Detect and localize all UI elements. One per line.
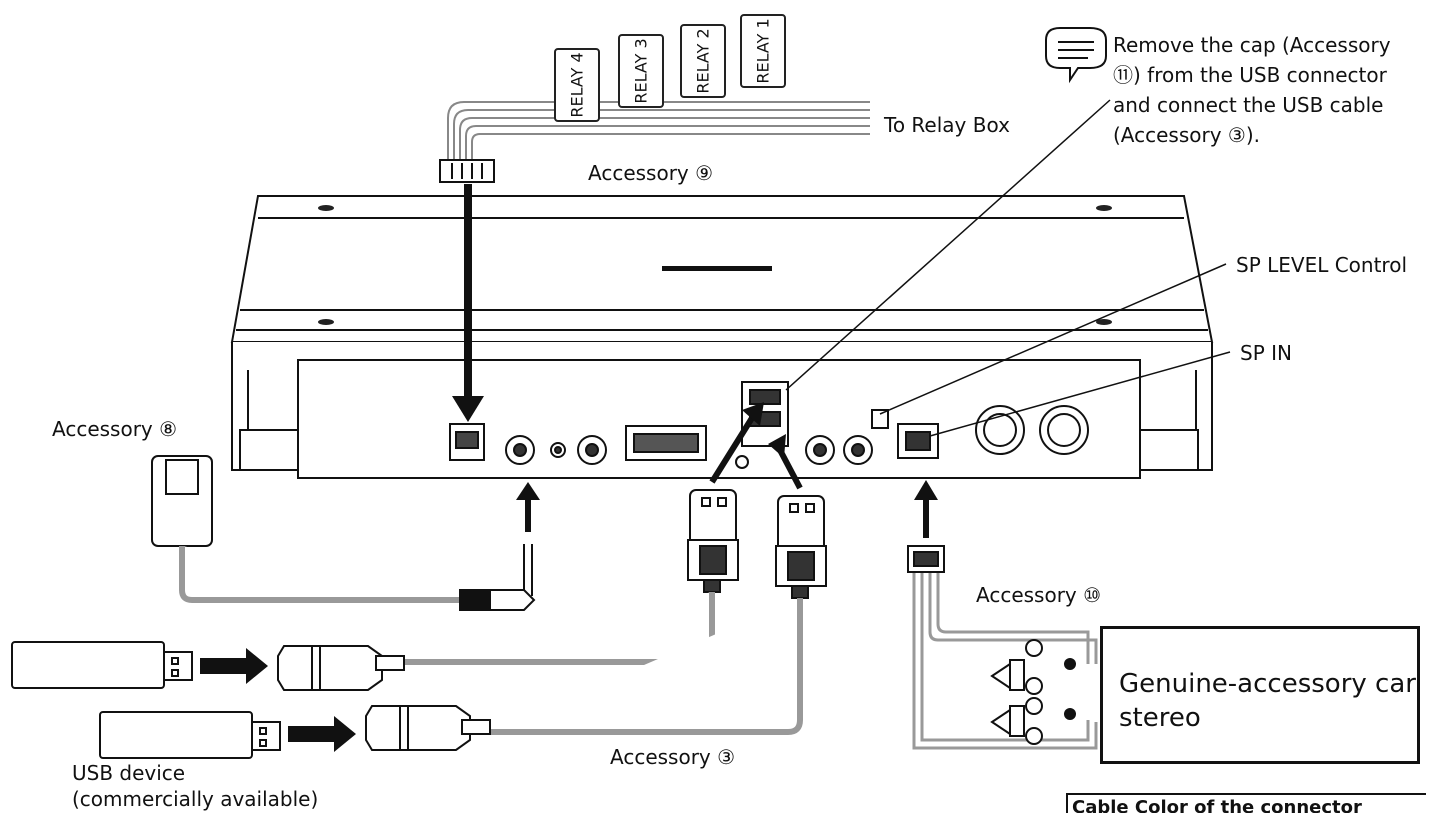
usb-arrowhead-2 xyxy=(768,434,786,458)
usb-device-1 xyxy=(11,641,193,689)
relay-3-label: RELAY 3 xyxy=(631,38,651,104)
sp-in-harness xyxy=(912,572,1098,750)
speaker-terminals xyxy=(1064,658,1076,720)
power-adapter xyxy=(151,455,536,611)
car-stereo-label: Genuine-accessory car stereo xyxy=(1119,669,1416,733)
usb-device-label-line1: USB device xyxy=(72,761,186,785)
speaker-icons xyxy=(990,639,1043,745)
accessory-9-label: Accessory ⑨ xyxy=(588,161,714,185)
note-line-4: (Accessory ③). xyxy=(1113,123,1261,147)
relay-4-label: RELAY 4 xyxy=(567,52,587,118)
accessory-3-label: Accessory ③ xyxy=(610,745,736,769)
usb-device-2 xyxy=(99,711,281,759)
relay-insert-arrowhead xyxy=(452,396,484,422)
sp-in-plug xyxy=(907,545,945,573)
sp-in-insert-arrowhead xyxy=(914,480,938,500)
relay-1-tag: RELAY 1 xyxy=(740,14,786,88)
device-logo-bar xyxy=(662,266,772,271)
relay-4-tag: RELAY 4 xyxy=(554,48,600,122)
power-insert-arrowhead xyxy=(516,482,540,500)
relay-connector-plug xyxy=(439,159,495,183)
accessory-10-label: Accessory ⑩ xyxy=(976,583,1102,607)
device-screws xyxy=(318,205,1112,325)
usb-arrowhead-1 xyxy=(742,402,764,426)
usb-extender-2 xyxy=(365,705,491,751)
sp-in-label: SP IN xyxy=(1240,341,1292,365)
note-line-3: and connect the USB cable xyxy=(1113,93,1384,117)
cable-color-table: Cable Color of the connector xyxy=(1066,793,1426,813)
relay-1-label: RELAY 1 xyxy=(753,18,773,84)
usb-device-label-line2: (commercially available) xyxy=(72,787,319,811)
car-stereo-box: Genuine-accessory car stereo xyxy=(1100,626,1420,764)
relay-3-tag: RELAY 3 xyxy=(618,34,664,108)
usb-cap-note: Remove the cap (Accessory ⑪) from the US… xyxy=(1113,30,1429,150)
accessory-8-label: Accessory ⑧ xyxy=(52,417,178,441)
usb-extender-1 xyxy=(277,645,405,691)
relay-2-label: RELAY 2 xyxy=(693,28,713,94)
usb-cable-1 xyxy=(400,489,739,665)
cable-color-table-header: Cable Color of the connector xyxy=(1072,797,1362,813)
usb-insert-arrows xyxy=(200,648,356,752)
relay-cables xyxy=(447,101,870,160)
note-bubble-icon xyxy=(1045,27,1107,84)
note-line-1: Remove the cap (Accessory xyxy=(1113,33,1391,57)
callout-lines xyxy=(785,99,1231,437)
relay-2-tag: RELAY 2 xyxy=(680,24,726,98)
to-relay-box-label: To Relay Box xyxy=(884,113,1010,137)
usb-cable-2 xyxy=(488,495,827,735)
sp-level-control-label: SP LEVEL Control xyxy=(1236,253,1408,277)
note-line-2: ⑪) from the USB connector xyxy=(1113,63,1387,87)
